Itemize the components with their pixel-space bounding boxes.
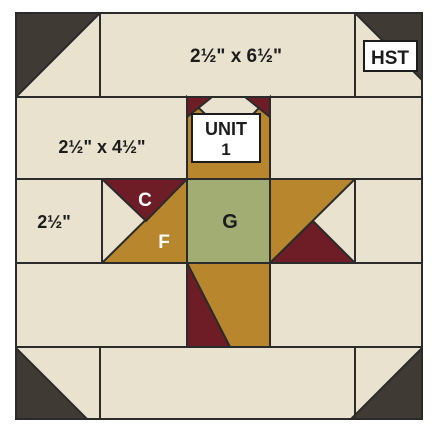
patch-f-label: F [158, 232, 170, 253]
patch-c-label: C [138, 190, 152, 211]
mid-dimension-label: 2½" x 4½" [58, 137, 145, 157]
hst-label: HST [371, 48, 409, 69]
patch-g-label: G [222, 211, 238, 233]
unit-label-line1: UNIT [205, 119, 247, 139]
top-dimension-label: 2½" x 6½" [190, 46, 282, 67]
unit-label-line2: 1 [221, 140, 230, 159]
small-dimension-label: 2½" [37, 212, 71, 232]
